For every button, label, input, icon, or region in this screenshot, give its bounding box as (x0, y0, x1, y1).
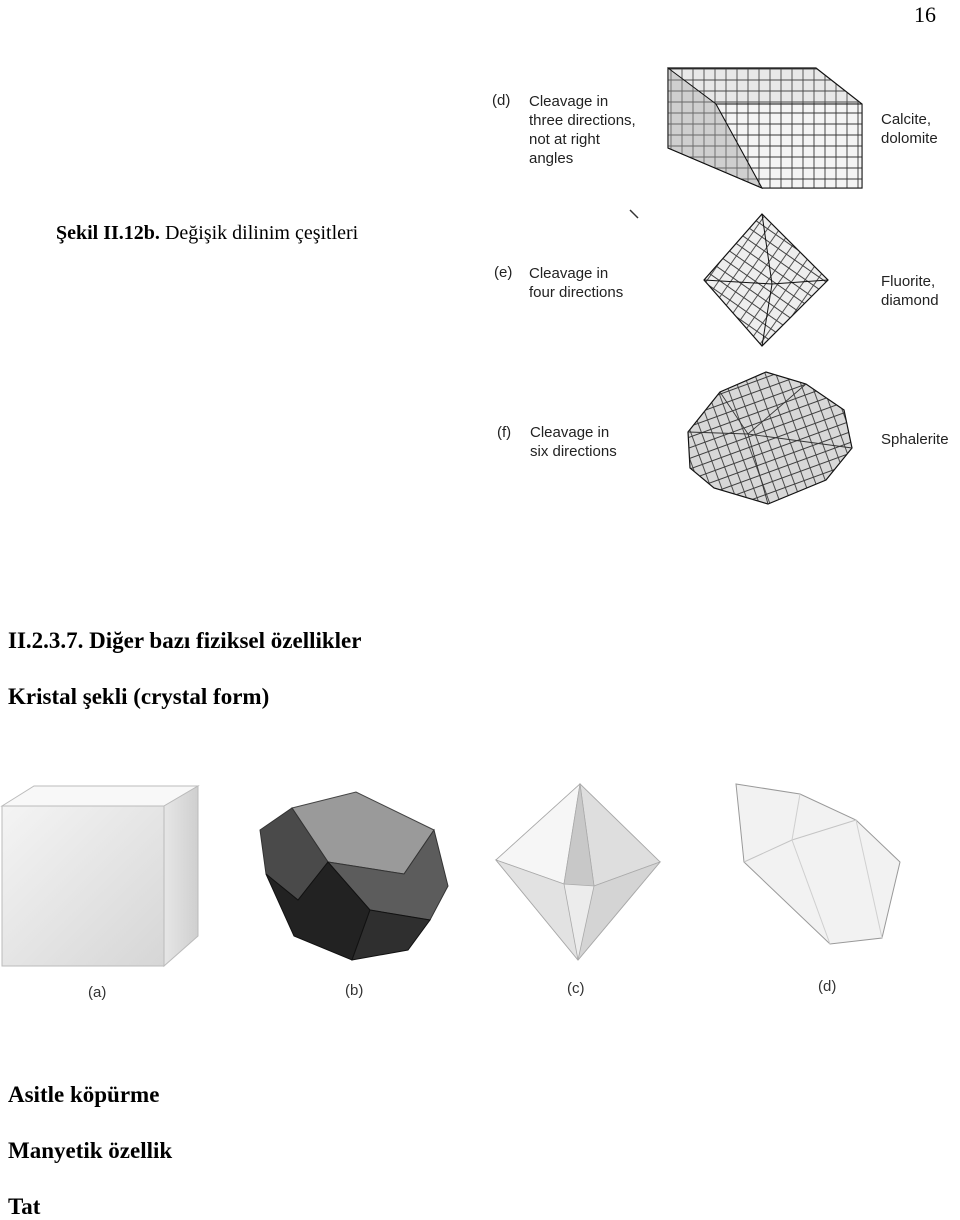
cleavage-e-minerals: Fluorite, diamond (881, 272, 939, 310)
cleavage-f-description: Cleavage in six directions (530, 423, 617, 461)
figure-caption: Şekil II.12b. Değişik dilinim çeşitleri (56, 222, 358, 245)
mineral-name: dolomite (881, 130, 938, 147)
property-item: Manyetik özellik (8, 1138, 173, 1163)
property-item: Tat (8, 1194, 41, 1219)
cleavage-e-description: Cleavage in four directions (529, 264, 623, 302)
crystal-form-label-d: (d) (818, 978, 837, 995)
section-heading: II.2.3.7. Diğer bazı fiziksel özellikler (8, 628, 362, 653)
crystal-form-cube (0, 785, 200, 968)
cleavage-f-minerals: Sphalerite (881, 430, 949, 449)
cleavage-e-line: four directions (529, 284, 624, 301)
crystal-form-label-b: (b) (345, 982, 364, 999)
mineral-name: diamond (881, 292, 939, 309)
mineral-name: Calcite, (881, 111, 932, 128)
cleavage-d-line: Cleavage in (529, 93, 609, 110)
crystal-form-heading: Kristal şekli (crystal form) (8, 684, 270, 709)
figure-caption-prefix: Şekil II.12b. (56, 222, 160, 244)
cleavage-f-letter: (f) (497, 424, 512, 441)
cleavage-d-line: angles (529, 150, 574, 167)
dodecahedron-cleavage-drawing (687, 371, 853, 505)
crystal-form-label-c: (c) (567, 980, 585, 997)
mineral-name: Sphalerite (881, 431, 949, 448)
figure-caption-text: Değişik dilinim çeşitleri (164, 222, 359, 244)
crystal-form-octahedron (494, 782, 662, 961)
cleavage-d-description: Cleavage in three directions, not at rig… (529, 92, 636, 168)
rhombohedron-cleavage-drawing (667, 67, 863, 190)
page-number: 16 (914, 2, 936, 27)
cleavage-d-line: not at right (529, 131, 600, 148)
crystal-form-prism (735, 783, 901, 945)
cleavage-e-letter: (e) (494, 264, 513, 281)
mineral-name: Fluorite, (881, 273, 936, 290)
crystal-form-label-a: (a) (88, 984, 107, 1001)
octahedron-cleavage-drawing (703, 213, 829, 347)
crystal-form-dodecahedron (259, 791, 449, 961)
cleavage-d-minerals: Calcite, dolomite (881, 110, 938, 148)
stray-mark (629, 209, 639, 219)
cleavage-f-line: Cleavage in (530, 424, 610, 441)
cleavage-e-line: Cleavage in (529, 265, 609, 282)
cleavage-f-line: six directions (530, 443, 617, 460)
cleavage-d-letter: (d) (492, 92, 511, 109)
property-item: Asitle köpürme (8, 1082, 160, 1107)
cleavage-d-line: three directions, (529, 112, 636, 129)
